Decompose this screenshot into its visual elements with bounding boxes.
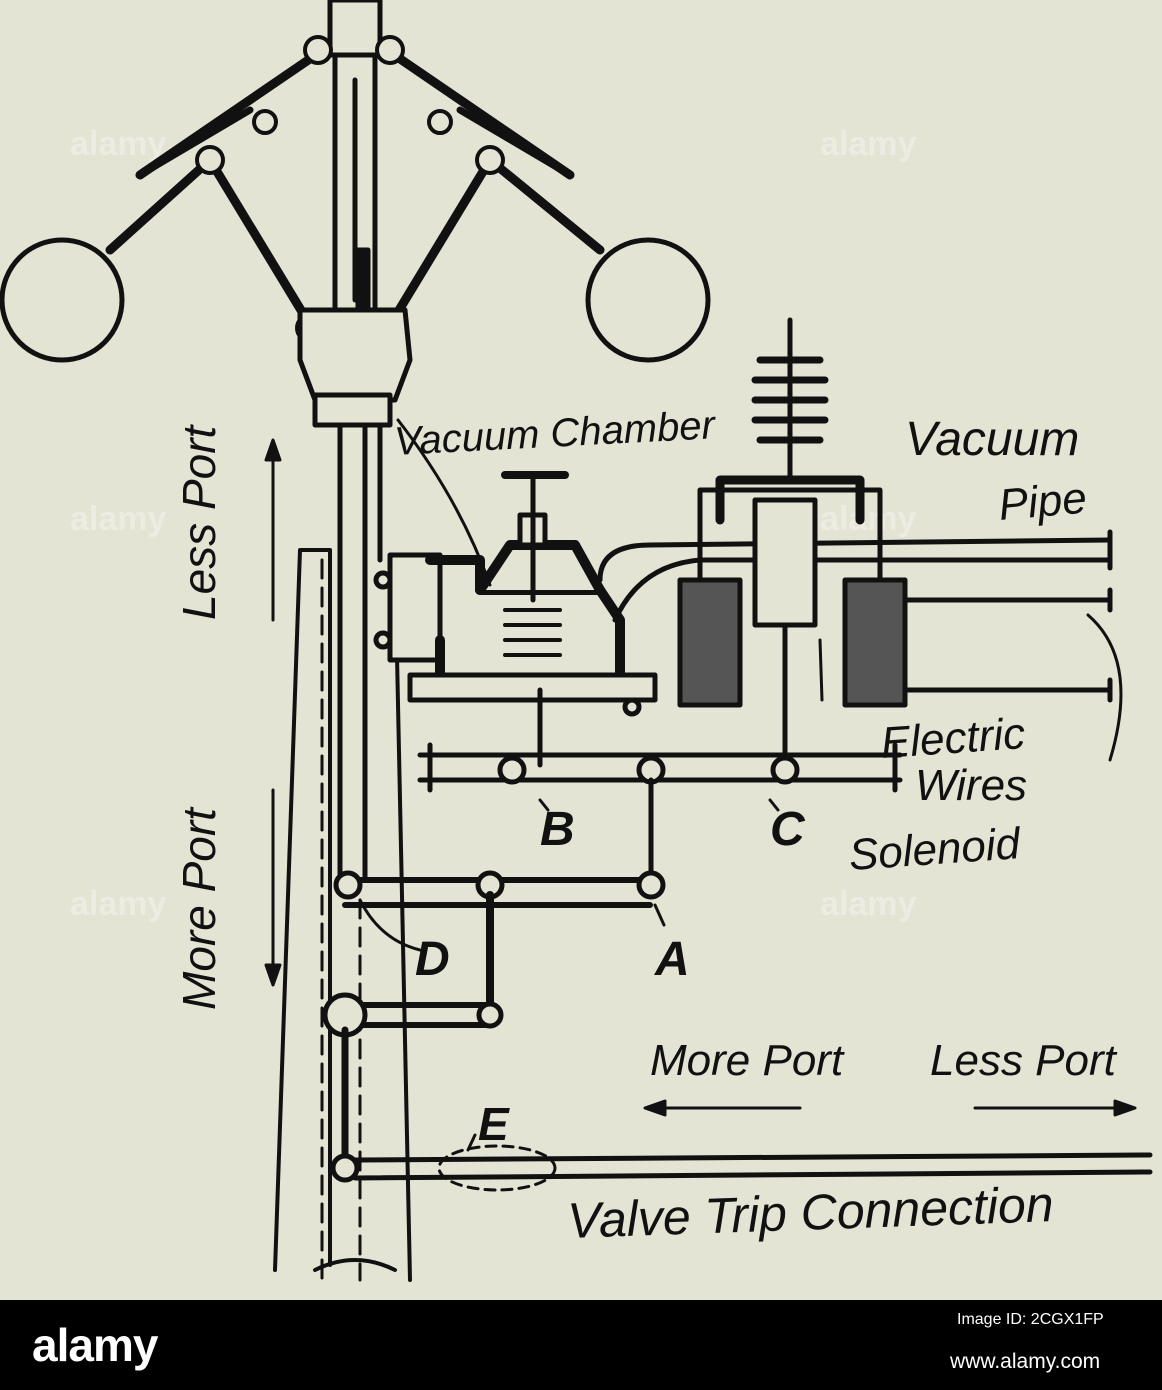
label-a: A [654,933,690,986]
label-e: E [478,1098,510,1150]
watermark: alamy [820,500,916,538]
floating-lever [417,742,903,883]
label-wires: Wires [915,761,1027,810]
label-less-port-vertical: Less Port [173,423,225,620]
collar [297,307,413,403]
label-vacuum-pipe-1: Vacuum [905,413,1079,466]
label-electric: Electric [879,709,1026,768]
label-d: D [415,933,450,986]
watermark: alamy [70,125,166,163]
solenoid [677,317,908,768]
vacuum-pipe [597,537,1113,623]
footer-bar: alamy Image ID: 2CGX1FP www.alamy.com [0,1300,1162,1390]
watermark: alamy [820,125,916,163]
fly-ball-right [585,237,711,363]
footer-image-id: Image ID: 2CGX1FP [957,1311,1104,1328]
label-c: C [770,803,806,856]
valve-trip-rod [352,1152,1153,1181]
watermark: alamy [70,500,166,538]
label-solenoid: Solenoid [847,819,1023,880]
vacuum-chamber [373,471,658,768]
label-vacuum-pipe-2: Pipe [997,473,1089,529]
arrows [264,438,1137,1117]
fly-ball-left [0,237,125,363]
leader-lines [358,418,824,1152]
spindle [327,0,383,328]
footer-logo: alamy [32,1319,158,1371]
vertical-rods [337,422,383,883]
label-more-port-vertical: More Port [173,806,225,1010]
electric-wires [902,587,1113,703]
governor-diagram: alamy alamy alamy alamy alamy alamy [0,0,1153,1282]
label-b: B [540,803,575,856]
watermark: alamy [70,885,166,923]
label-less-port-horizontal: Less Port [930,1036,1118,1085]
lower-linkage [322,870,666,1183]
watermark: alamy [820,885,916,923]
watermark-group: alamy alamy alamy alamy alamy alamy [70,125,916,923]
label-more-port-horizontal: More Port [650,1036,845,1085]
governor-arms [105,47,605,330]
footer-url: www.alamy.com [950,1350,1101,1373]
e-ring [437,1144,557,1192]
